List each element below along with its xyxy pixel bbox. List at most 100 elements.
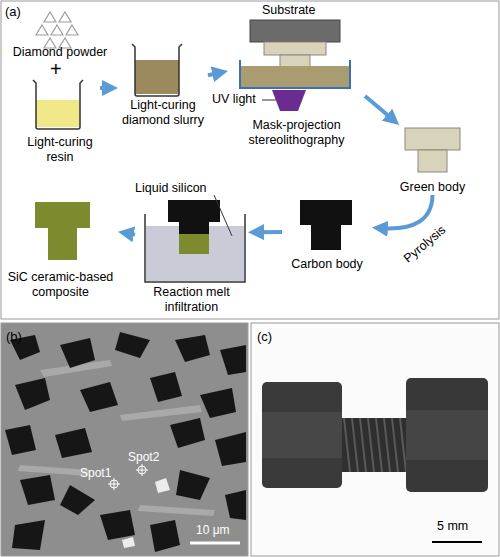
figure-label: (a) bbox=[5, 4, 21, 20]
process-stage: Reaction melt infiltration bbox=[135, 195, 248, 315]
sem-streak bbox=[18, 465, 90, 476]
flow-arrow bbox=[256, 230, 282, 234]
scale-bar bbox=[432, 541, 482, 543]
stage-caption: Carbon body bbox=[282, 257, 372, 272]
thread-line bbox=[392, 418, 398, 472]
sem-grain bbox=[15, 378, 50, 410]
sem-grains bbox=[5, 332, 246, 552]
flow-arrow bbox=[100, 86, 110, 90]
uv-projector bbox=[272, 90, 306, 111]
bolt-shank bbox=[340, 418, 410, 472]
sic-part bbox=[48, 228, 77, 260]
stage-caption: Diamond powder bbox=[5, 45, 115, 60]
sem-grain bbox=[20, 475, 55, 505]
sem-grain bbox=[60, 485, 95, 515]
sem-particle bbox=[122, 537, 135, 548]
crucible bbox=[145, 214, 245, 282]
sem-image bbox=[1, 323, 248, 556]
sem-grain bbox=[150, 520, 180, 552]
infiltrating-part bbox=[179, 222, 209, 234]
flow-arrow bbox=[365, 96, 393, 120]
flow-arrow bbox=[208, 73, 220, 76]
sem-streak bbox=[138, 505, 215, 516]
stage-caption: Light-curing resin bbox=[20, 135, 100, 165]
process-stage: Diamond powder bbox=[5, 5, 115, 60]
figure-label: Liquid silicon bbox=[135, 181, 207, 196]
infiltrated-part bbox=[179, 234, 209, 254]
bolt-head-face bbox=[262, 412, 342, 458]
stage-caption: Mask-projection stereolithography bbox=[228, 118, 365, 148]
process-stage: Green body bbox=[385, 125, 480, 195]
printed-layer bbox=[264, 42, 326, 55]
beaker bbox=[132, 44, 182, 96]
sem-streak bbox=[120, 405, 202, 421]
diamond-particle bbox=[36, 25, 48, 35]
slurry-liquid bbox=[135, 60, 179, 94]
sic-part bbox=[35, 202, 90, 228]
liquid-silicon bbox=[146, 226, 244, 281]
sem-grain bbox=[12, 520, 45, 550]
sem-grain bbox=[215, 432, 246, 466]
figure-label: (b) bbox=[6, 329, 22, 345]
sem-grain bbox=[115, 332, 150, 358]
green-body-part bbox=[405, 128, 460, 150]
flow-arrow bbox=[126, 233, 135, 235]
sem-grain bbox=[175, 335, 210, 362]
process-stage: Light-curing diamond slurry bbox=[118, 40, 208, 128]
stage-caption: Reaction melt infiltration bbox=[135, 285, 248, 315]
flow-arrow bbox=[380, 195, 433, 229]
sem-grain bbox=[220, 345, 246, 375]
nut bbox=[406, 378, 488, 492]
figure-label: + bbox=[50, 57, 62, 81]
thread-line bbox=[352, 418, 358, 472]
thread-line bbox=[344, 418, 350, 472]
process-stage: Light-curing resin bbox=[20, 78, 100, 165]
thread-line bbox=[360, 418, 366, 472]
carbon-body-part bbox=[300, 200, 352, 225]
figure-label: UV light bbox=[212, 92, 256, 107]
thread-line bbox=[368, 418, 374, 472]
process-stage: Carbon body bbox=[282, 198, 372, 272]
sem-phase-light bbox=[18, 360, 215, 516]
figure-label: Spot1 bbox=[80, 466, 111, 480]
sem-grain bbox=[176, 470, 210, 500]
thread-line bbox=[384, 418, 390, 472]
sem-grain bbox=[5, 425, 36, 455]
diamond-particle bbox=[66, 25, 78, 35]
resin-liquid bbox=[36, 100, 80, 127]
figure-label: (c) bbox=[257, 329, 272, 345]
stage-caption: Light-curing diamond slurry bbox=[118, 98, 208, 128]
sem-grain bbox=[150, 372, 182, 402]
thread-line bbox=[400, 418, 406, 472]
green-body-part bbox=[418, 150, 447, 172]
beaker bbox=[33, 80, 83, 129]
scale-bar bbox=[190, 542, 240, 545]
stage-caption: Green body bbox=[385, 180, 480, 195]
figure-label: 10 μm bbox=[196, 523, 230, 537]
substrate-plate bbox=[250, 20, 340, 42]
process-stage: Mask-projection stereolithography bbox=[228, 18, 365, 148]
panel-frame bbox=[1, 1, 499, 319]
figure-label: 5 mm bbox=[437, 519, 468, 534]
process-stage: SiC ceramic-based composite bbox=[3, 198, 118, 300]
thread-line bbox=[376, 418, 382, 472]
stage-caption: SiC ceramic-based composite bbox=[3, 270, 118, 300]
spot-cross bbox=[142, 464, 143, 476]
diamond-particle bbox=[51, 25, 63, 35]
spot-cross bbox=[114, 478, 115, 490]
infiltrating-part bbox=[168, 200, 220, 222]
photo-frame bbox=[251, 323, 499, 556]
sem-grain bbox=[200, 388, 236, 418]
figure-label: Substrate bbox=[262, 3, 316, 18]
vat-slurry bbox=[241, 66, 349, 87]
sem-grain bbox=[170, 418, 205, 448]
sem-particle bbox=[155, 478, 170, 493]
resin-vat bbox=[240, 60, 350, 88]
sem-grain bbox=[225, 490, 246, 520]
sem-grain bbox=[100, 510, 135, 540]
sem-grain bbox=[80, 382, 118, 412]
spot-marker bbox=[108, 464, 148, 490]
bolt-head bbox=[262, 382, 342, 488]
carbon-body-part bbox=[311, 225, 341, 250]
